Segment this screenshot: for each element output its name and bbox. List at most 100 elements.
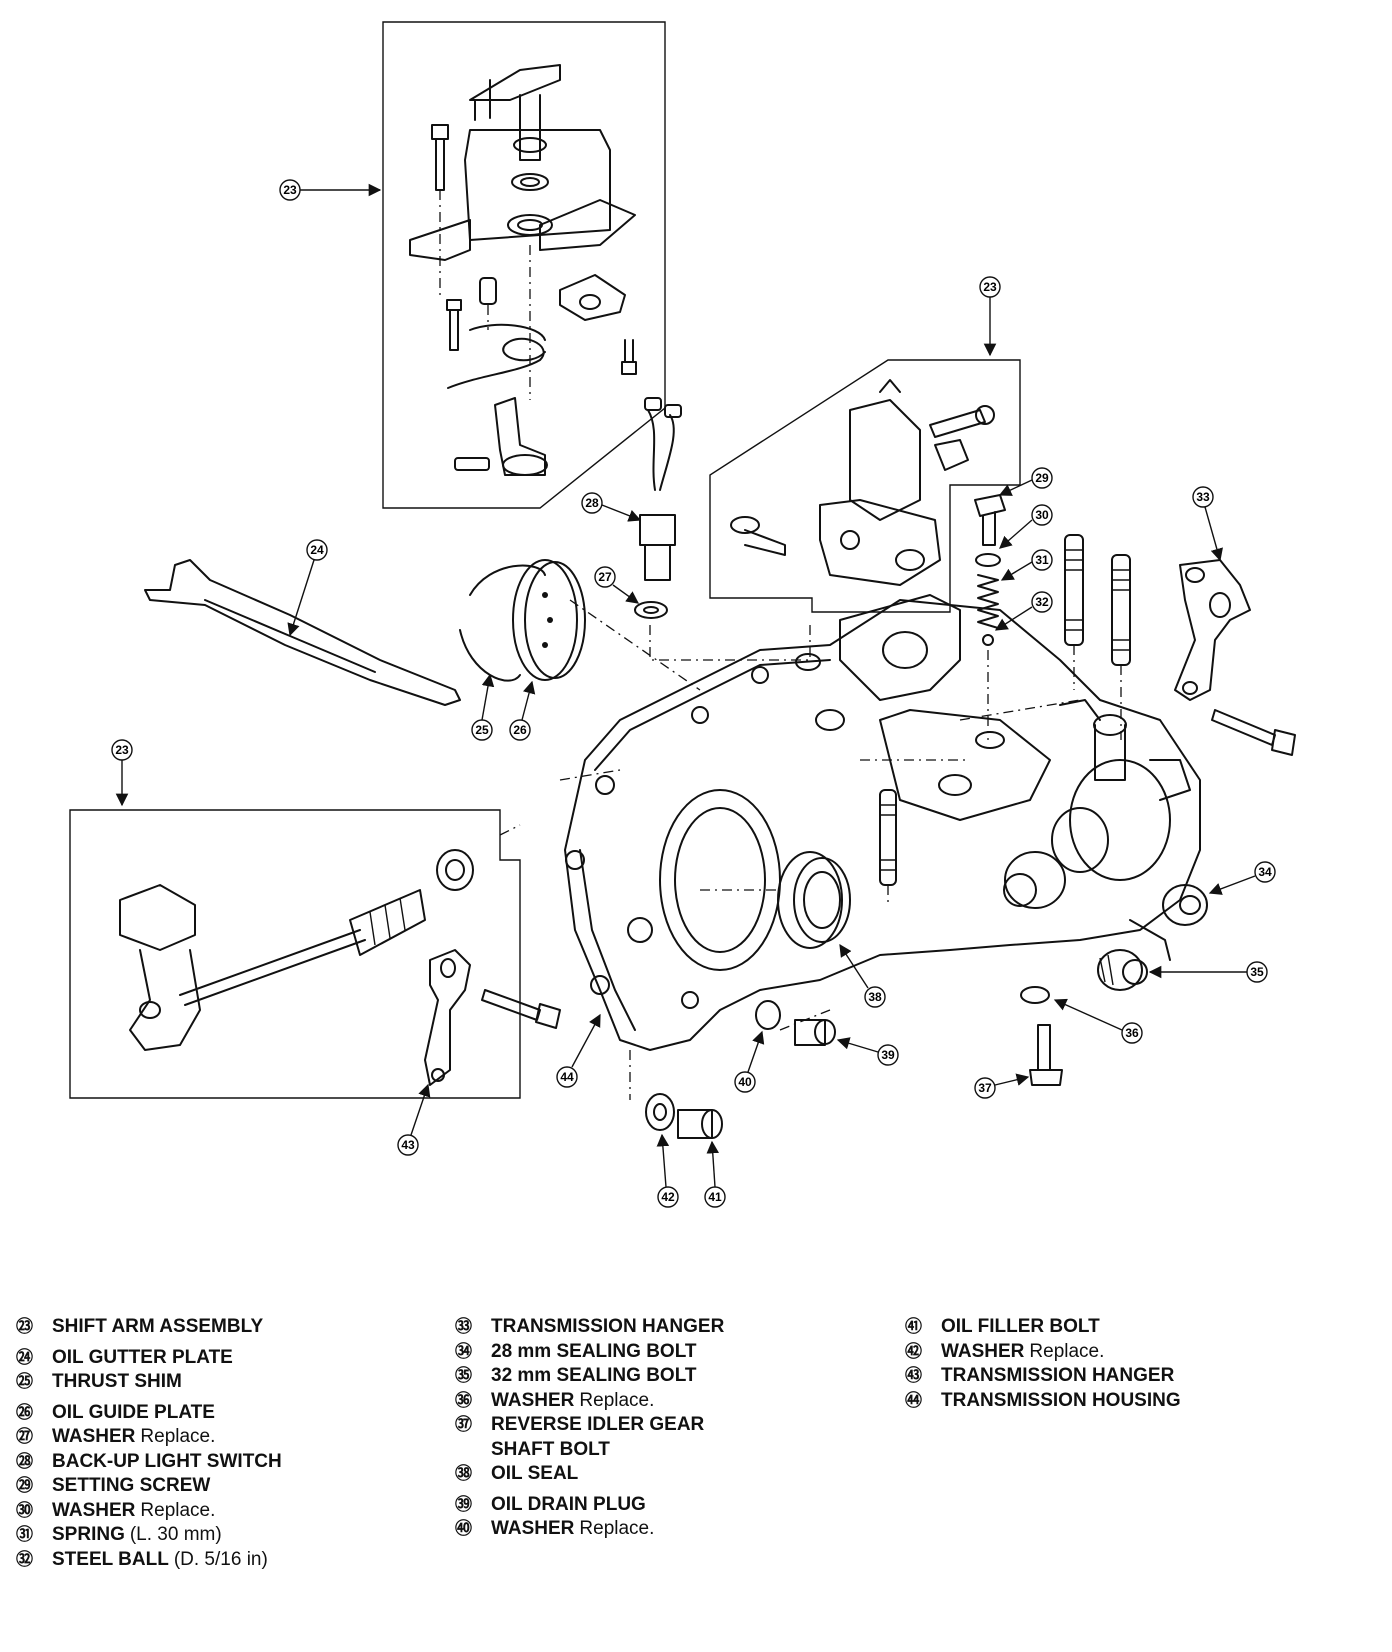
shift-arm-bolt-top: [431, 124, 449, 191]
inset-box-left: [69, 809, 521, 1099]
shift-arm-pin: [454, 457, 490, 471]
transmission-hanger-left: [424, 949, 471, 1086]
shift-arm-collar: [479, 277, 497, 305]
svg-text:38: 38: [868, 990, 882, 1004]
stud-right-2: [1111, 554, 1131, 666]
washer-30: [975, 553, 1001, 567]
callout-31: 31: [1000, 549, 1053, 581]
svg-text:41: 41: [708, 1190, 722, 1204]
svg-text:30: 30: [1035, 508, 1049, 522]
sealing-bolt-28mm: [1162, 884, 1208, 926]
shift-arm-bolt-left: [446, 299, 462, 351]
inset-box-top: [382, 21, 666, 509]
back-up-light-switch: [639, 397, 682, 581]
callout-34: 34: [1208, 861, 1276, 895]
callout-23-right: 23: [979, 276, 1001, 357]
callout-35: 35: [1148, 961, 1268, 983]
svg-text:24: 24: [310, 543, 324, 557]
callout-29: 29: [998, 467, 1053, 496]
spring-31: [977, 574, 999, 629]
callout-24: 24: [287, 539, 328, 637]
svg-text:23: 23: [115, 743, 129, 757]
shift-arm-piece: [494, 397, 548, 476]
oil-filler-bolt: [677, 1109, 723, 1139]
callout-40: 40: [734, 1030, 765, 1093]
svg-text:26: 26: [513, 723, 527, 737]
hanger-bolt-right: [1211, 709, 1296, 756]
legend-item-continuation: SHAFT BOLT: [491, 1438, 610, 1460]
svg-text:40: 40: [738, 1075, 752, 1089]
svg-text:39: 39: [881, 1048, 895, 1062]
shift-arm-housing: [409, 64, 636, 261]
washer-40: [755, 1000, 781, 1030]
washer-42: [645, 1093, 675, 1131]
callout-30: 30: [999, 504, 1053, 549]
svg-text:42: 42: [661, 1190, 675, 1204]
sealing-bolt-32mm: [1097, 949, 1148, 991]
stud-right-1: [1064, 534, 1084, 646]
svg-text:23: 23: [283, 183, 297, 197]
callout-42: 42: [656, 1133, 679, 1208]
setting-screw: [974, 494, 1006, 546]
oil-gutter-plate: [144, 559, 461, 706]
svg-text:36: 36: [1125, 1026, 1139, 1040]
exploded-transmission-diagram: 23 23 23 24 25 26 27 28 29: [69, 21, 1296, 1208]
shift-arm-bolt-right: [621, 339, 637, 375]
inset-box-right: [709, 359, 1021, 613]
svg-text:35: 35: [1250, 965, 1264, 979]
svg-text:23: 23: [983, 280, 997, 294]
holder-plug: [730, 516, 786, 556]
reverse-idler-gear-shaft-bolt: [1029, 1024, 1063, 1086]
callout-33: 33: [1192, 486, 1223, 562]
callout-26: 26: [509, 680, 536, 741]
svg-text:33: 33: [1196, 490, 1210, 504]
svg-text:27: 27: [598, 570, 612, 584]
callout-28: 28: [581, 492, 642, 522]
washer-27: [634, 601, 668, 619]
callout-25: 25: [471, 673, 495, 741]
callout-41: 41: [704, 1140, 726, 1208]
shift-rod-assembly: [119, 849, 474, 1051]
callout-37: 37: [974, 1073, 1030, 1099]
shift-arm-holder-right: [819, 379, 941, 586]
transmission-housing: [564, 594, 1201, 1051]
svg-text:28: 28: [585, 496, 599, 510]
hanger-bolt-left: [481, 989, 561, 1029]
svg-text:44: 44: [560, 1070, 574, 1084]
holder-bolt: [929, 405, 995, 438]
svg-text:34: 34: [1258, 865, 1272, 879]
svg-text:32: 32: [1035, 595, 1049, 609]
stud-left: [879, 789, 897, 886]
svg-text:29: 29: [1035, 471, 1049, 485]
callout-43: 43: [397, 1083, 431, 1156]
steel-ball: [982, 634, 994, 646]
shift-arm-spring: [447, 323, 546, 389]
oil-drain-plug: [794, 1019, 836, 1046]
svg-text:25: 25: [475, 723, 489, 737]
callout-32: 32: [994, 591, 1053, 631]
oil-seal: [777, 851, 851, 949]
